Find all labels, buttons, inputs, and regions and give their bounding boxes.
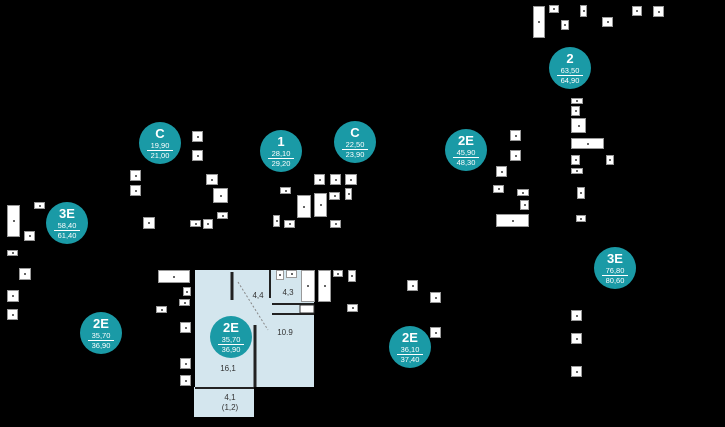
fixture-icon [571,366,582,377]
fixture-icon [347,304,358,312]
fixture-icon [430,327,441,338]
fixture-icon [533,6,545,38]
fixture-icon [496,214,529,227]
fixture-icon [7,290,19,302]
fixture-icon [318,270,331,302]
fixture-icon [19,268,31,280]
fixture-icon [24,231,35,241]
fixture-icon [577,187,585,199]
fixture-icon [576,215,586,222]
fixture-icon [345,174,357,185]
fixture-icon [183,287,191,296]
fixture-icon [7,309,18,320]
fixture-icon [520,200,529,210]
room-area-living: 16,1 [220,364,236,373]
fixture-icon [213,188,228,203]
fixture-icon [571,118,586,133]
fixture-icon [632,6,642,16]
fixture-icon [7,250,18,256]
fixture-icon [517,189,529,196]
fixture-icon [330,220,341,228]
fixture-icon [493,185,504,193]
fixture-icon [571,155,580,165]
fixture-icon [34,202,45,209]
fixture-icon [314,174,325,185]
room-area-balcony: 4,1(1,2) [221,393,239,412]
fixture-icon [571,106,580,116]
fixture-icon [130,170,141,181]
fixture-icon [7,205,20,237]
fixture-icon [345,188,352,200]
fixture-icon [180,358,191,369]
fixture-icon [180,375,191,386]
fixture-icon [333,270,343,277]
fixture-icon [143,217,155,229]
fixture-icon [276,270,284,280]
fixture-icon [217,212,228,219]
fixture-icon [348,270,356,282]
fixture-icon [510,150,521,161]
fixture-icon [580,5,587,17]
fixture-icon [330,174,341,185]
fixture-icon [273,215,280,227]
fixture-icon [206,174,218,185]
fixture-icon [286,270,297,278]
fixture-icon [561,20,569,30]
fixture-icon [430,292,441,303]
fixture-icon [192,150,203,161]
fixture-icon [156,306,167,313]
fixture-icon [158,270,190,283]
fixture-icon [510,130,521,141]
fixture-icon [496,166,507,177]
fixture-icon [190,220,201,227]
fixture-icon [653,6,664,17]
fixture-icon [297,195,311,218]
room-area-bedroom: 10.9 [277,328,293,337]
fixture-icon [571,168,583,174]
fixture-icon [192,131,203,142]
fixture-icon [571,98,583,104]
fixture-icon [179,299,190,306]
fixture-icon [571,138,604,149]
fixture-icon [602,17,613,27]
fixture-icon [571,333,582,344]
fixture-icon [549,5,559,13]
fixture-icon [329,192,340,200]
fixture-icon [571,310,582,321]
fixture-icon [606,155,614,165]
fixture-icon [280,187,291,194]
fixture-icon [180,322,191,333]
fixture-icon [203,219,213,229]
fixture-icon [314,193,327,217]
fixture-icon [407,280,418,291]
room-area-hall: 4,4 [252,291,264,300]
room-area-bathroom: 4,3 [282,288,294,297]
fixture-icon [284,220,295,228]
fixture-icon [301,270,315,302]
fixture-icon [130,185,141,196]
